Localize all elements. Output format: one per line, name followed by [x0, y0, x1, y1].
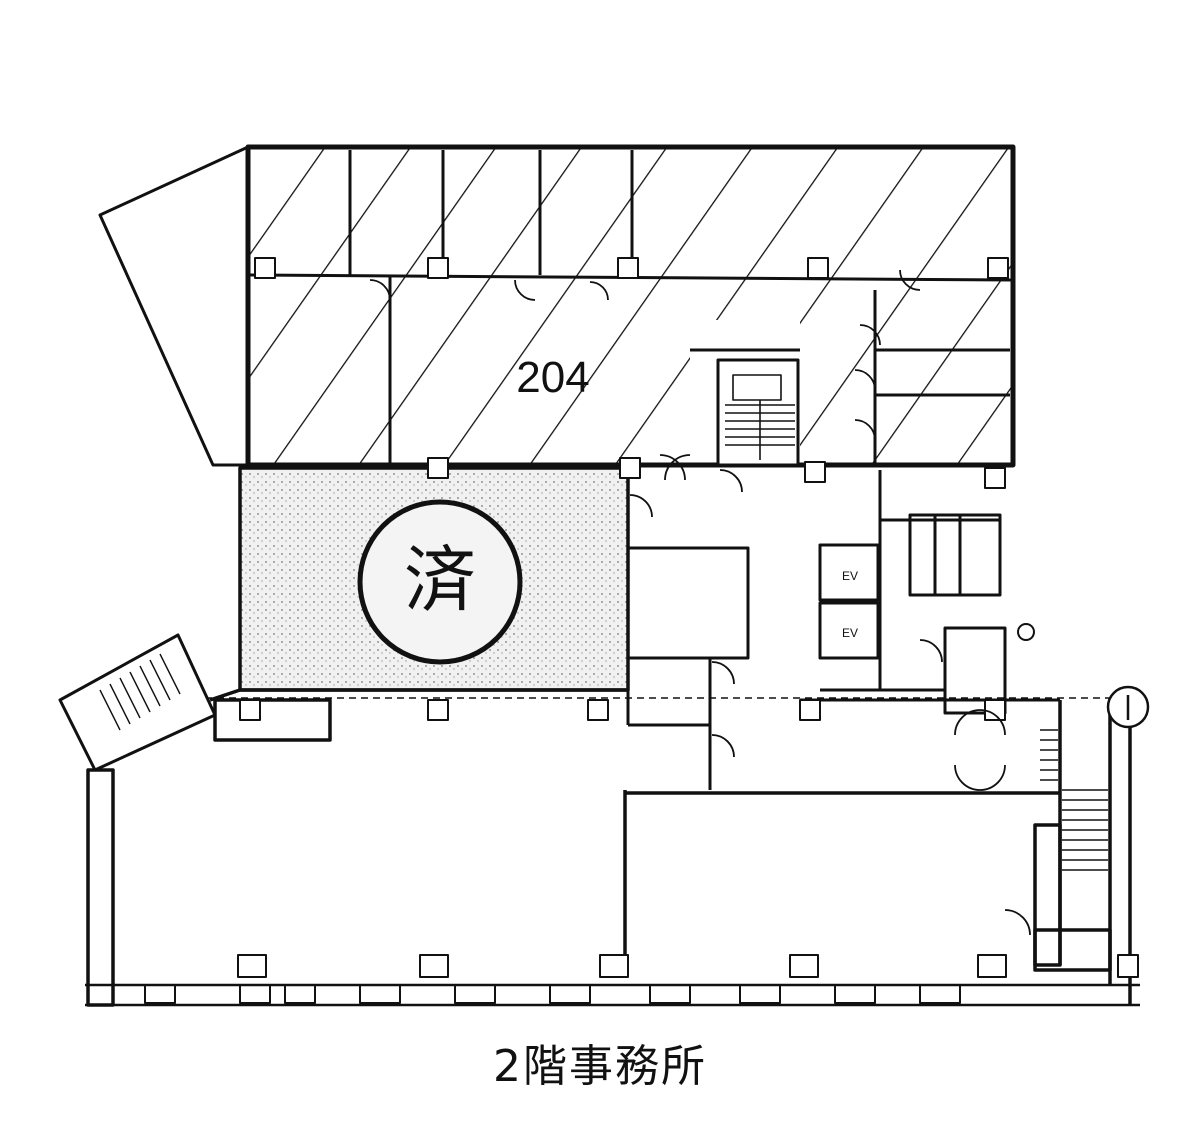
lower-floor-outline [85, 688, 1140, 1007]
door-swings [369, 269, 1031, 936]
grid-marker [1017, 623, 1150, 729]
external-stair [58, 633, 217, 772]
completed-unit-area [238, 466, 630, 692]
elevator-label-1: EV [842, 569, 858, 583]
column-marks [237, 257, 1139, 978]
plan-caption: 2階事務所 [493, 1041, 707, 1092]
window-marks [144, 984, 961, 1004]
elevator-label-2: EV [842, 626, 858, 640]
core-stair [725, 374, 795, 460]
completed-stamp: 済 [404, 538, 476, 622]
lower-stair [1040, 729, 1108, 871]
unit-204-partitions [247, 150, 1014, 467]
core-rooms [626, 470, 1060, 790]
unit-label: 204 [516, 353, 589, 402]
wedge-balcony [98, 145, 250, 467]
